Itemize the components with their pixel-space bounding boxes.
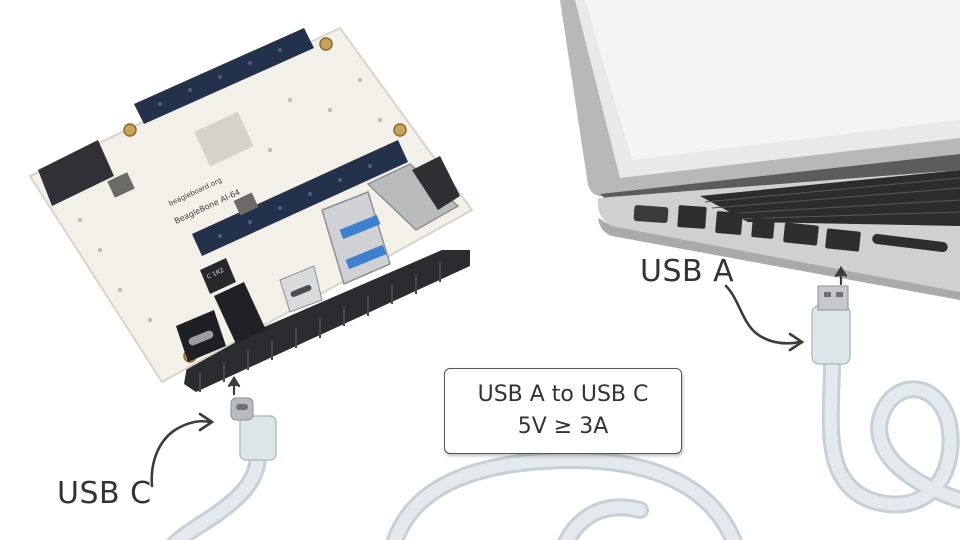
barrel-jack: [214, 282, 266, 344]
usb-a-ports: [321, 191, 391, 286]
beaglebone-board: [28, 26, 474, 392]
m2-slot: [38, 140, 114, 206]
usb-cable: [166, 353, 960, 540]
ethernet-port: [366, 163, 460, 231]
usb-c-label: USB C: [57, 476, 152, 511]
usb-c-plug: [230, 397, 277, 461]
header-middle: [192, 140, 408, 256]
cable-spec-box: USB A to USB C 5V ≥ 3A: [444, 368, 682, 454]
header-top: [134, 28, 314, 124]
cable-spec-power: 5V ≥ 3A: [517, 414, 609, 439]
usb-a-plug: [811, 285, 851, 365]
laptop: [560, 0, 960, 300]
laptop-ports: [633, 205, 948, 253]
inductor: [200, 258, 236, 294]
connection-arrows: [150, 265, 848, 488]
cable-spec-title: USB A to USB C: [477, 382, 649, 407]
usb-a-label: USB A: [640, 254, 735, 289]
heatsink: [184, 250, 470, 392]
